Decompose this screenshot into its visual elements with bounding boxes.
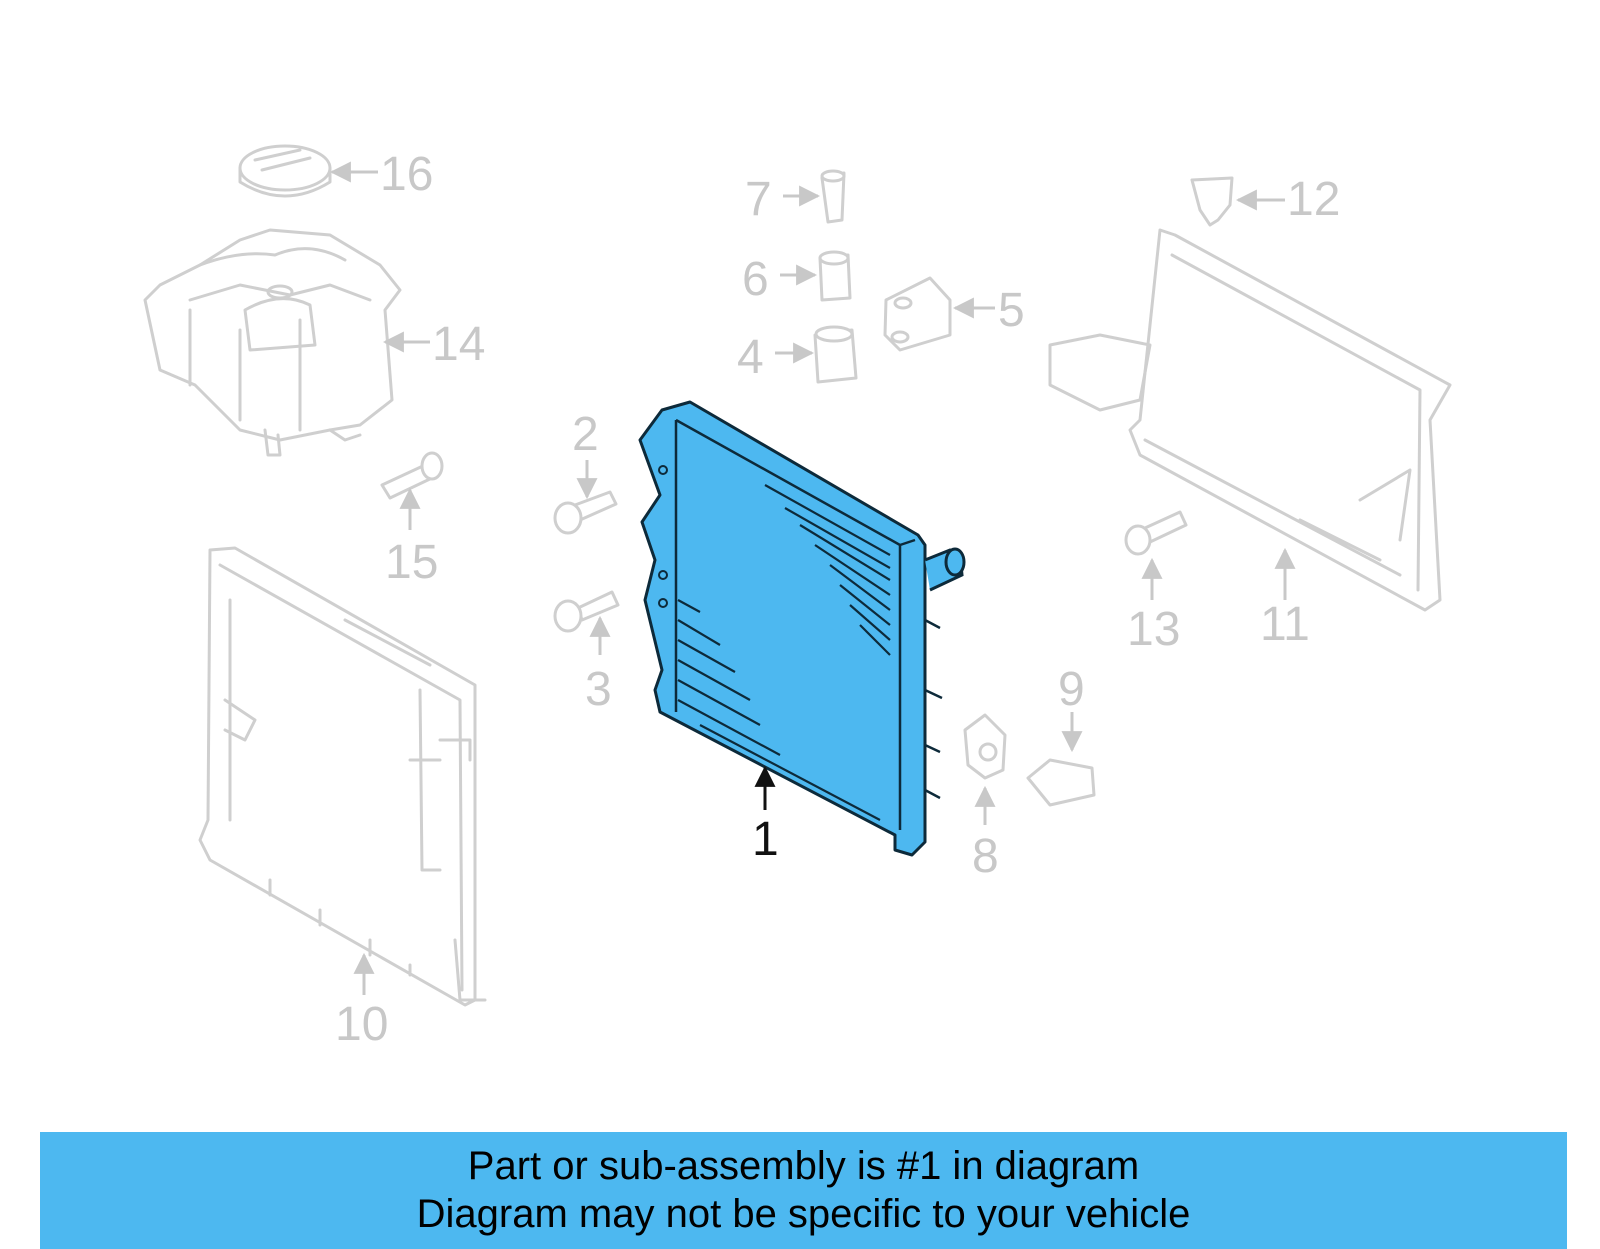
callout-8: 8	[972, 830, 999, 883]
parts-diagram: 16 14 15 10 2 3 7 6	[143, 144, 1452, 1051]
callout-2: 2	[572, 408, 599, 461]
pin-7-part[interactable]	[820, 169, 846, 224]
mount-4-part[interactable]	[813, 325, 858, 384]
callout-10: 10	[335, 998, 388, 1051]
coolant-reservoir-part[interactable]	[143, 228, 402, 457]
mount-8-part[interactable]	[963, 713, 1007, 780]
left-frame-part[interactable]	[198, 546, 487, 1007]
bolt-15-part[interactable]	[380, 451, 444, 500]
bracket-9-part[interactable]	[1026, 758, 1096, 807]
callout-3: 3	[585, 663, 612, 716]
reservoir-cap-part[interactable]	[238, 144, 332, 198]
callout-16: 16	[380, 148, 433, 201]
callout-14: 14	[432, 318, 485, 371]
callout-1: 1	[752, 813, 779, 866]
grommet-6-part[interactable]	[818, 250, 852, 302]
callout-15: 15	[385, 536, 438, 589]
callout-9: 9	[1058, 663, 1085, 716]
callout-7: 7	[745, 173, 772, 226]
callout-6: 6	[742, 253, 769, 306]
bolt-3-part[interactable]	[553, 590, 620, 633]
right-shroud-part[interactable]	[1048, 228, 1452, 612]
callout-4: 4	[737, 331, 764, 384]
bolt-2-part[interactable]	[553, 490, 618, 535]
banner-line-2: Diagram may not be specific to your vehi…	[416, 1192, 1191, 1236]
callout-5: 5	[998, 284, 1025, 337]
radiator-part[interactable]	[638, 400, 966, 857]
banner-line-1: Part or sub-assembly is #1 in diagram	[467, 1144, 1140, 1188]
bracket-5-part[interactable]	[883, 276, 952, 352]
callout-13: 13	[1127, 603, 1180, 656]
callout-12: 12	[1287, 173, 1340, 226]
info-banner: Part or sub-assembly is #1 in diagram Di…	[40, 1132, 1567, 1249]
bolt-13-part[interactable]	[1124, 510, 1188, 556]
clip-12-part[interactable]	[1190, 176, 1234, 227]
callout-11: 11	[1260, 598, 1310, 651]
